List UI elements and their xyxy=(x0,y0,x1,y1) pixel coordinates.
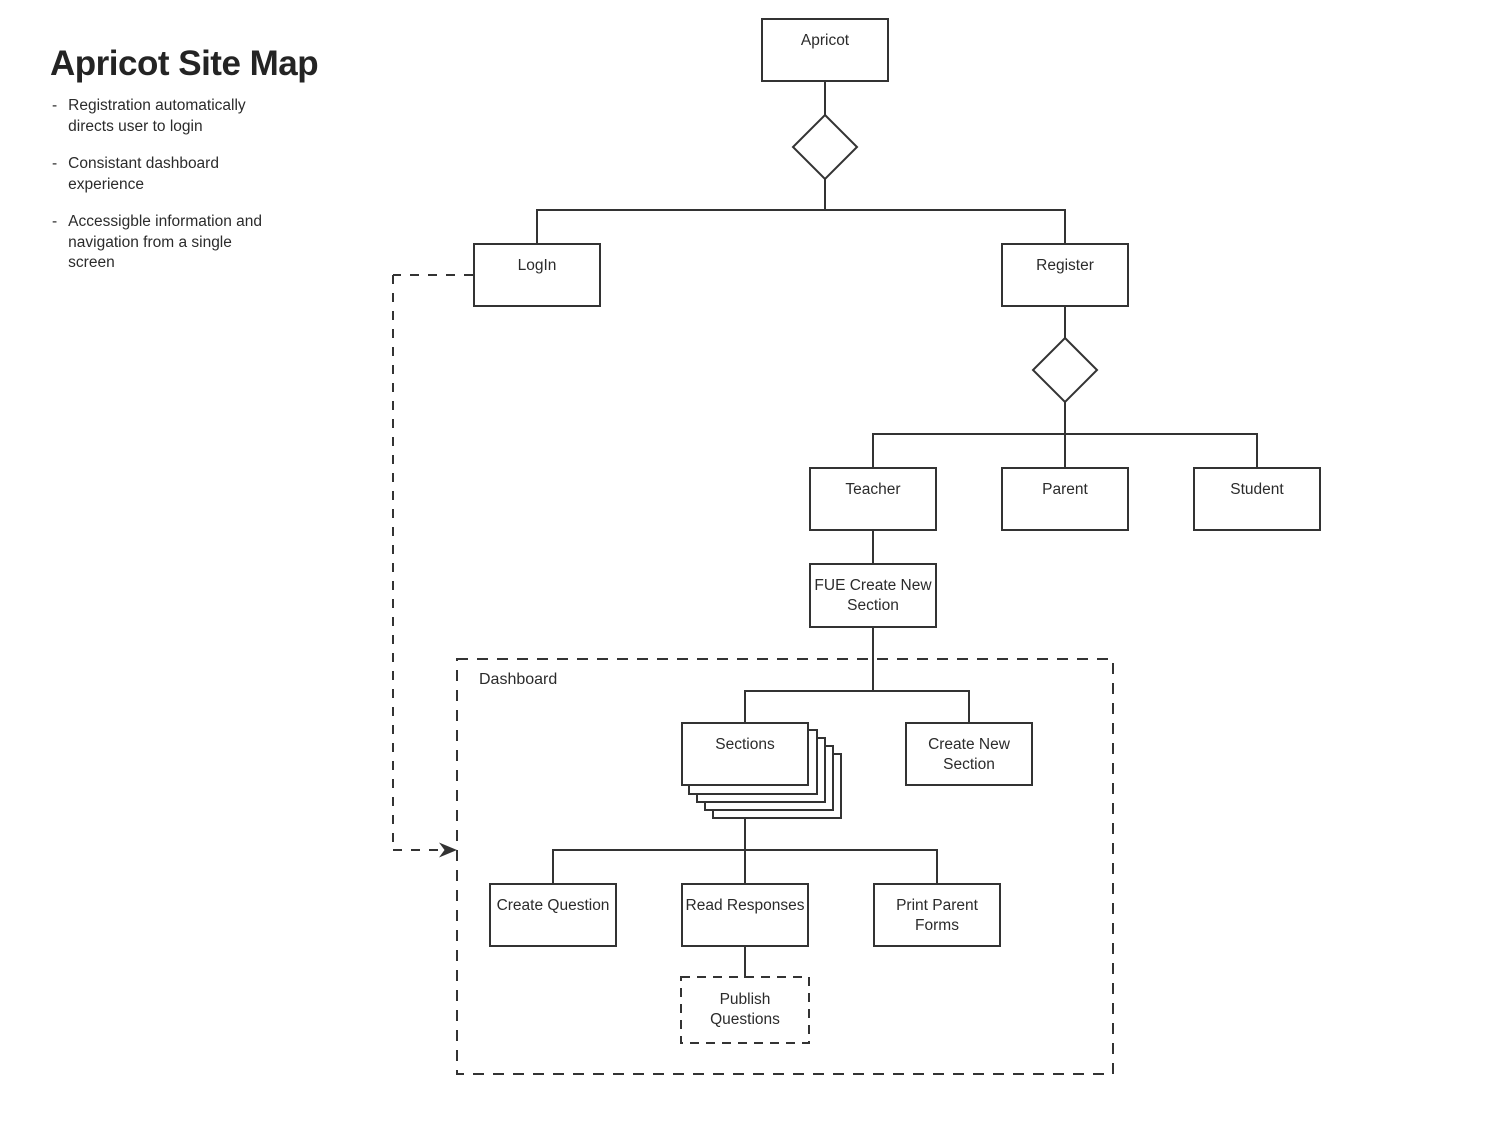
node-sections: Sections xyxy=(681,722,809,786)
dashboard-label: Dashboard xyxy=(479,671,558,688)
decision-diamond-register xyxy=(1031,336,1099,404)
node-label: Publish Questions xyxy=(710,991,780,1028)
node-create-new-section: Create New Section xyxy=(905,722,1033,786)
note-text: Consistant dashboard experience xyxy=(68,155,219,193)
node-print-parent-forms: Print Parent Forms xyxy=(873,883,1001,947)
node-label: Parent xyxy=(1042,481,1088,498)
note-bullet: - xyxy=(52,155,58,172)
note-item: - Consistant dashboard experience xyxy=(52,154,266,195)
decision-diamond-top xyxy=(791,113,859,181)
node-label: Sections xyxy=(715,736,775,753)
note-bullet: - xyxy=(52,213,58,230)
node-apricot: Apricot xyxy=(761,18,889,82)
page-title: Apricot Site Map xyxy=(50,44,319,83)
node-create-question: Create Question xyxy=(489,883,617,947)
note-item: - Registration automatically directs use… xyxy=(52,96,266,137)
notes-list: - Registration automatically directs use… xyxy=(52,96,266,291)
node-label: Apricot xyxy=(800,32,850,49)
node-register: Register xyxy=(1001,243,1129,307)
node-parent: Parent xyxy=(1001,467,1129,531)
flow-arrowhead-icon xyxy=(439,842,457,858)
node-label: LogIn xyxy=(517,257,557,274)
node-read-responses: Read Responses xyxy=(681,883,809,947)
note-bullet: - xyxy=(52,97,58,114)
note-text: Accessigble information and navigation f… xyxy=(68,213,263,271)
node-teacher: Teacher xyxy=(809,467,937,531)
node-label: Create New Section xyxy=(928,736,1010,773)
node-login: LogIn xyxy=(473,243,601,307)
node-label: Teacher xyxy=(845,481,901,498)
note-item: - Accessigble information and navigation… xyxy=(52,212,266,274)
node-label: Print Parent Forms xyxy=(896,897,978,934)
node-label: Create Question xyxy=(496,897,610,914)
connector-lines xyxy=(536,82,1258,978)
node-label: Student xyxy=(1230,481,1284,498)
publish-questions-frame xyxy=(680,976,810,1044)
node-fue-create-new-section: FUE Create New Section xyxy=(809,563,937,628)
node-publish-questions: Publish Questions xyxy=(681,977,809,1043)
dashboard-frame xyxy=(456,658,1114,1075)
node-label: Register xyxy=(1036,257,1094,274)
node-label: FUE Create New Section xyxy=(814,577,932,614)
node-student: Student xyxy=(1193,467,1321,531)
note-text: Registration automatically directs user … xyxy=(68,97,246,135)
login-to-dashboard-dashed-line xyxy=(392,274,473,851)
node-label: Read Responses xyxy=(685,897,805,914)
